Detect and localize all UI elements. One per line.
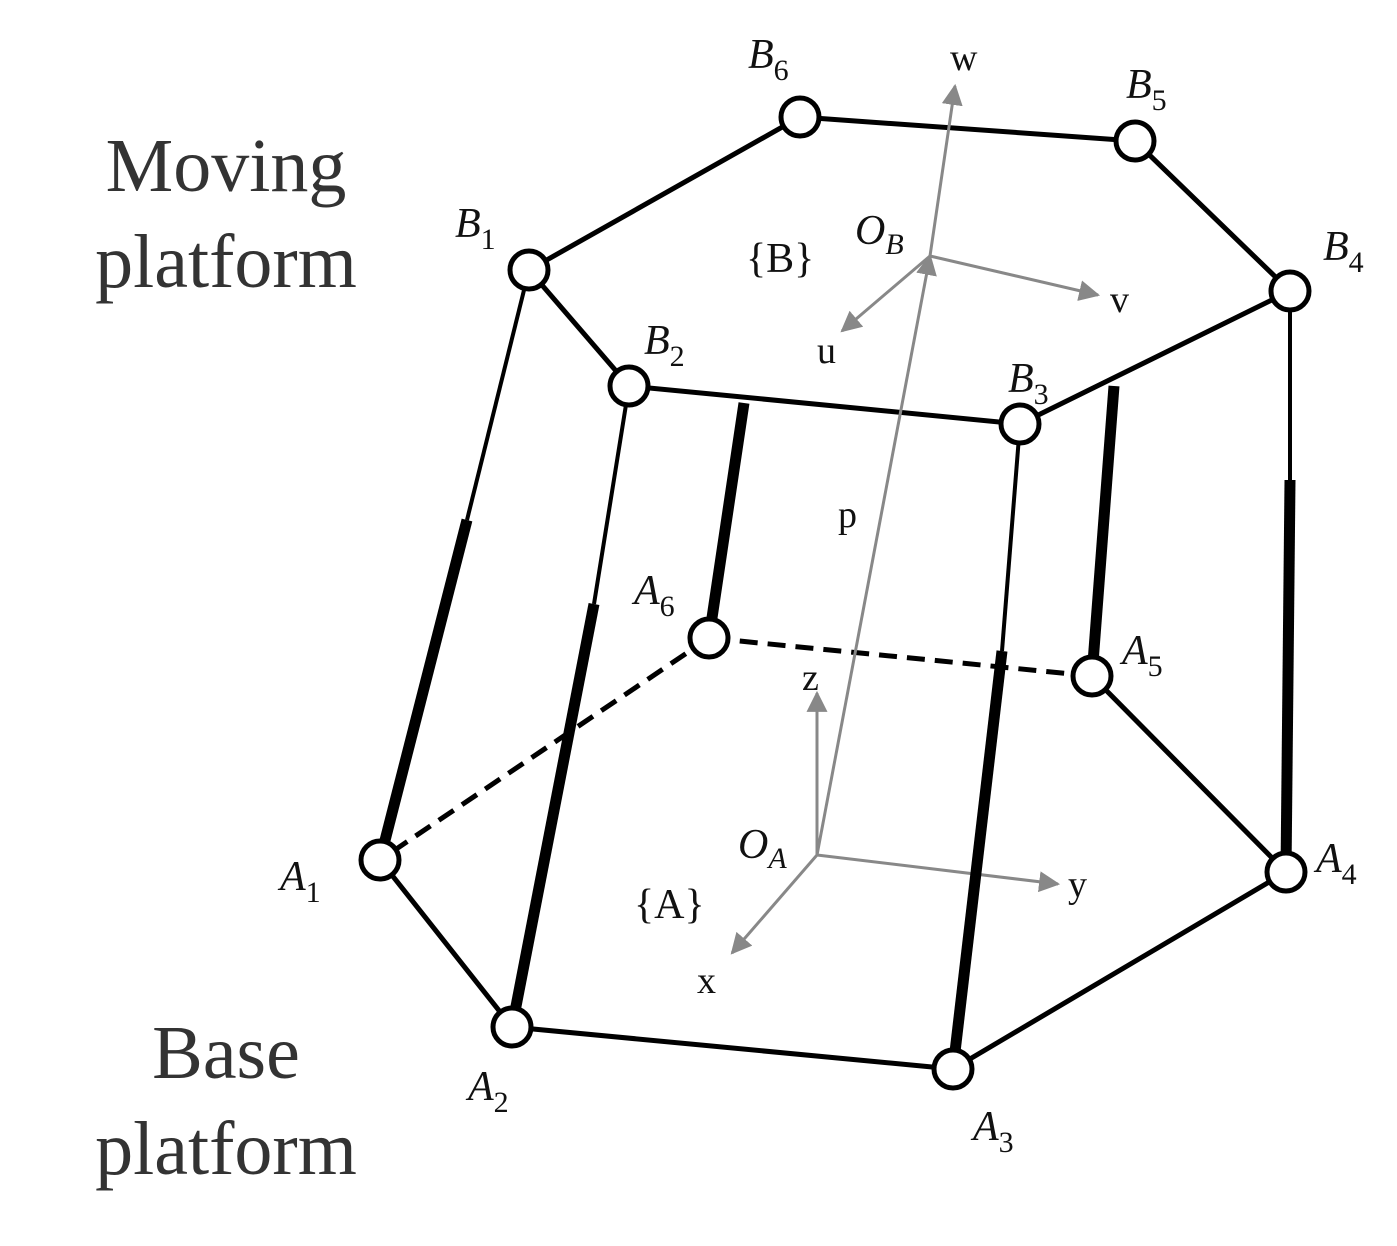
label-p-vector: p xyxy=(838,494,857,536)
leg-3 xyxy=(947,423,1022,1070)
top-edge-b5-b6 xyxy=(799,114,1136,144)
joint-a6 xyxy=(687,616,731,660)
label-frame-a: {A} xyxy=(634,882,705,928)
base-edge-a2-a3 xyxy=(511,1024,954,1072)
origin-labels: OA OB {A} {B} xyxy=(634,208,904,928)
joint-b2 xyxy=(607,364,651,408)
top-edge-b3-b4 xyxy=(1018,288,1292,427)
label-y-axis: y xyxy=(1068,864,1087,906)
label-origin-b: OB xyxy=(855,208,904,261)
base-edge-a1-a2 xyxy=(378,858,514,1029)
label-w-axis: w xyxy=(950,37,978,79)
base-edge-a6-a1-hidden xyxy=(378,635,711,863)
label-a6: A6 xyxy=(631,568,675,623)
leg-6-cylinder xyxy=(703,402,750,639)
leg-4-cylinder xyxy=(1280,479,1296,873)
leg-1-cylinder xyxy=(374,518,473,862)
top-edge-b4-b5 xyxy=(1133,139,1292,293)
label-a2: A2 xyxy=(465,1064,509,1119)
label-a5: A5 xyxy=(1119,628,1163,683)
joint-a1 xyxy=(358,838,402,882)
axis-labels: z y x w v u p xyxy=(697,37,1129,1002)
joint-a3 xyxy=(931,1047,975,1091)
joint-a2 xyxy=(490,1005,534,1049)
leg-6 xyxy=(703,402,750,639)
joints xyxy=(358,95,1312,1091)
label-b2: B2 xyxy=(644,318,685,373)
leg-2-rod xyxy=(592,385,631,605)
point-labels: A1 A2 A3 A4 A5 A6 B1 B2 B3 B4 B5 B6 xyxy=(277,32,1364,1159)
label-x-axis: x xyxy=(697,960,716,1002)
v-axis-arrow xyxy=(929,254,1101,301)
leg-1-rod xyxy=(465,269,531,521)
y-axis-arrow xyxy=(816,853,1061,893)
joint-a4 xyxy=(1264,850,1308,894)
moving-platform-edges xyxy=(527,114,1292,427)
leg-4 xyxy=(1280,291,1296,873)
position-vector-p xyxy=(815,253,937,856)
joint-b5 xyxy=(1113,119,1157,163)
label-frame-b: {B} xyxy=(746,236,814,282)
joint-b1 xyxy=(507,248,551,292)
joint-b6 xyxy=(778,95,822,139)
label-a4: A4 xyxy=(1313,836,1357,891)
joint-b3 xyxy=(998,402,1042,446)
label-b3: B3 xyxy=(1008,356,1049,411)
legs xyxy=(374,269,1296,1070)
top-edge-b2-b3 xyxy=(628,383,1021,427)
label-u-axis: u xyxy=(817,330,836,372)
base-platform-edges xyxy=(378,635,1288,1072)
moving-platform-label-line1: Moving xyxy=(105,124,347,208)
moving-platform-label-line2: platform xyxy=(95,220,357,304)
leg-3-rod xyxy=(1000,423,1022,652)
base-platform-label-line1: Base xyxy=(152,1011,300,1095)
leg-5-cylinder xyxy=(1086,385,1120,677)
label-z-axis: z xyxy=(802,657,819,699)
leg-2 xyxy=(506,385,631,1029)
label-origin-a: OA xyxy=(738,822,787,875)
label-b4: B4 xyxy=(1323,224,1364,279)
leg-2-cylinder xyxy=(506,602,600,1029)
leg-3-cylinder xyxy=(947,650,1008,1070)
u-axis-arrow xyxy=(840,254,931,333)
w-axis-arrow xyxy=(928,83,963,257)
base-edge-a3-a4 xyxy=(951,869,1288,1072)
leg-5 xyxy=(1086,385,1120,677)
coordinate-axes xyxy=(730,83,1101,955)
top-edge-b6-b1 xyxy=(527,114,802,273)
label-b5: B5 xyxy=(1126,62,1167,117)
base-edge-a5-a6-hidden xyxy=(708,635,1093,679)
x-axis-arrow xyxy=(730,854,819,955)
base-platform-label: Base platform xyxy=(56,1005,396,1197)
joint-b4 xyxy=(1268,269,1312,313)
label-a1: A1 xyxy=(277,854,321,909)
moving-platform-label: Moving platform xyxy=(56,118,396,310)
label-v-axis: v xyxy=(1110,279,1129,321)
top-edge-b1-b2 xyxy=(527,268,631,388)
joint-a5 xyxy=(1070,654,1114,698)
label-b1: B1 xyxy=(455,201,496,256)
label-a3: A3 xyxy=(970,1104,1014,1159)
base-platform-label-line2: platform xyxy=(95,1107,357,1191)
label-b6: B6 xyxy=(748,32,789,87)
leg-1 xyxy=(374,269,531,862)
base-edge-a4-a5 xyxy=(1090,674,1288,874)
